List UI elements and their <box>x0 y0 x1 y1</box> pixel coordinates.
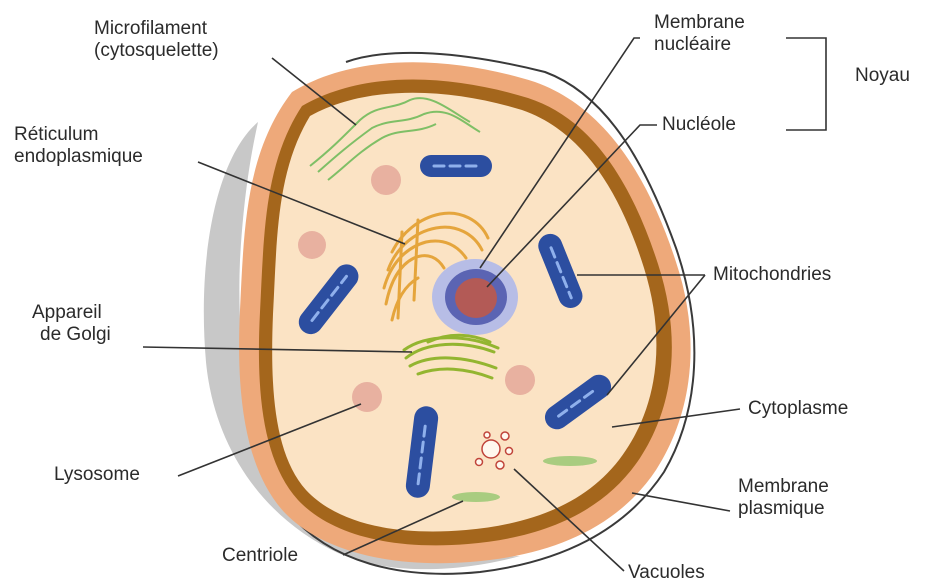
label-reticulum: Réticulum endoplasmique <box>14 124 143 168</box>
lysosome <box>352 382 382 412</box>
centriole <box>452 492 500 502</box>
vesicle-3 <box>505 365 535 395</box>
label-microfilament: Microfilament (cytosquelette) <box>94 18 219 62</box>
vesicle-2 <box>298 231 326 259</box>
label-mitochondries: Mitochondries <box>713 264 831 286</box>
label-vacuoles: Vacuoles <box>628 562 705 584</box>
label-cytoplasme: Cytoplasme <box>748 398 848 420</box>
label-golgi: Appareil de Golgi <box>32 302 111 346</box>
vesicle-1 <box>371 165 401 195</box>
leader-membrane-plasmique <box>632 493 730 511</box>
mitochondrion-1 <box>420 155 492 177</box>
ribosome-bar <box>543 456 597 466</box>
label-lysosome: Lysosome <box>54 464 140 486</box>
label-membrane-nucleaire: Membrane nucléaire <box>654 12 745 56</box>
label-noyau: Noyau <box>855 65 910 87</box>
label-centriole: Centriole <box>222 545 298 567</box>
label-membrane-plasmique: Membrane plasmique <box>738 476 829 520</box>
noyau-bracket <box>786 38 826 130</box>
label-nucleole: Nucléole <box>662 114 736 136</box>
